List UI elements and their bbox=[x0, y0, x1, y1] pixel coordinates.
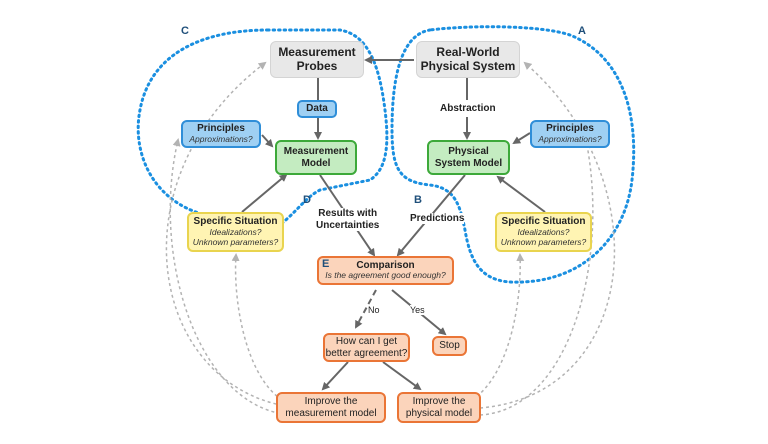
principles-right-sub: Approximations? bbox=[538, 133, 602, 144]
specific-left-title: Specific Situation bbox=[193, 216, 278, 228]
feedback-arrow-3 bbox=[231, 253, 283, 401]
principles-left-title: Principles bbox=[197, 123, 245, 135]
measurement-probes-label: Measurement Probes bbox=[278, 44, 356, 73]
specific-situation-left-node: Specific Situation Idealizations? Unknow… bbox=[187, 212, 284, 252]
feedback-arrow-2 bbox=[169, 138, 293, 416]
improve-physical-label: Improve the physical model bbox=[405, 396, 473, 419]
arrow-to-improve-measurement bbox=[321, 361, 349, 391]
better-agreement-node: How can I get better agreement? bbox=[323, 333, 410, 362]
feedback-arrow-4 bbox=[479, 61, 616, 409]
region-letter-b: B bbox=[414, 194, 422, 206]
comparison-node: Comparison Is the agreement good enough? bbox=[317, 256, 454, 285]
results-with-uncertainties-label: Results with Uncertainties bbox=[316, 208, 380, 231]
physical-system-model-node: Physical System Model bbox=[427, 140, 510, 175]
principles-right-node: Principles Approximations? bbox=[530, 120, 610, 148]
region-letter-c: C bbox=[181, 25, 189, 37]
no-label: No bbox=[368, 305, 380, 315]
better-agreement-label: How can I get better agreement? bbox=[325, 336, 408, 359]
improve-measurement-model-node: Improve the measurement model bbox=[276, 392, 386, 423]
real-world-system-node: Real-World Physical System bbox=[416, 41, 520, 78]
physical-system-model-label: Physical System Model bbox=[434, 146, 503, 169]
data-label: Data bbox=[306, 103, 328, 115]
region-letter-e: E bbox=[322, 258, 330, 270]
principles-left-node: Principles Approximations? bbox=[181, 120, 261, 148]
improve-physical-model-node: Improve the physical model bbox=[397, 392, 481, 423]
specific-right-sub2: Unknown parameters? bbox=[500, 236, 587, 247]
region-letter-d: D bbox=[303, 194, 311, 206]
arrow-no bbox=[355, 289, 377, 329]
feedback-arrow-5 bbox=[479, 138, 594, 416]
specific-right-sub1: Idealizations? bbox=[517, 226, 570, 237]
arrow-specific-left bbox=[241, 173, 288, 213]
region-a-boundary bbox=[390, 25, 636, 284]
measurement-model-label: Measurement Model bbox=[283, 146, 349, 169]
measurement-probes-node: Measurement Probes bbox=[270, 41, 364, 78]
specific-left-sub2: Unknown parameters? bbox=[192, 236, 279, 247]
region-letter-a: A bbox=[578, 25, 586, 37]
arrow-specific-right bbox=[496, 175, 546, 213]
feedback-arrow-6 bbox=[471, 253, 525, 401]
arrow-to-improve-physical bbox=[382, 361, 422, 391]
stop-label: Stop bbox=[439, 340, 460, 352]
specific-situation-right-node: Specific Situation Idealizations? Unknow… bbox=[495, 212, 592, 252]
specific-right-title: Specific Situation bbox=[501, 216, 586, 228]
principles-right-title: Principles bbox=[546, 123, 594, 135]
comparison-sub: Is the agreement good enough? bbox=[325, 270, 446, 281]
data-node: Data bbox=[297, 100, 337, 118]
predictions-label: Predictions bbox=[410, 213, 465, 224]
abstraction-label: Abstraction bbox=[440, 103, 496, 114]
comparison-title: Comparison bbox=[356, 259, 415, 271]
principles-left-sub: Approximations? bbox=[189, 133, 253, 144]
improve-measurement-label: Improve the measurement model bbox=[285, 396, 377, 419]
arrow-principles-right bbox=[512, 132, 531, 145]
arrow-principles-left bbox=[261, 134, 274, 148]
specific-left-sub1: Idealizations? bbox=[209, 226, 262, 237]
measurement-model-node: Measurement Model bbox=[275, 140, 357, 175]
stop-node: Stop bbox=[432, 336, 467, 356]
real-world-system-label: Real-World Physical System bbox=[420, 44, 516, 73]
yes-label: Yes bbox=[410, 305, 425, 315]
